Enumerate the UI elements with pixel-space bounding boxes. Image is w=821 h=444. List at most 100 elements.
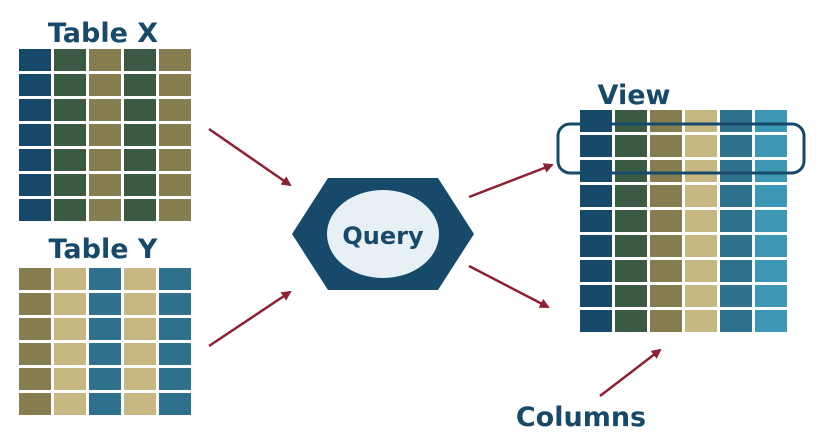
table-y-cell bbox=[124, 293, 156, 315]
view-cell bbox=[615, 210, 647, 232]
view-cell bbox=[650, 235, 682, 257]
table-y-cell bbox=[89, 268, 121, 290]
view-cell bbox=[755, 160, 787, 182]
query-ellipse bbox=[327, 190, 439, 278]
table-x-cell bbox=[159, 99, 191, 121]
table-y-cell bbox=[19, 393, 51, 415]
table-y-cell bbox=[159, 343, 191, 365]
table-x-cell bbox=[54, 149, 86, 171]
view-cell bbox=[615, 310, 647, 332]
table-x-cell bbox=[19, 124, 51, 146]
view-cell bbox=[650, 135, 682, 157]
table-x-cell bbox=[124, 199, 156, 221]
view-cell bbox=[685, 135, 717, 157]
view-cell bbox=[720, 310, 752, 332]
arrow-query-to-view-bottom bbox=[468, 264, 550, 309]
table-x-cell bbox=[19, 49, 51, 71]
view-cell bbox=[615, 260, 647, 282]
view-cell bbox=[755, 210, 787, 232]
view-cell bbox=[580, 185, 612, 207]
view-cell bbox=[650, 210, 682, 232]
arrow-table-x-to-query bbox=[208, 127, 292, 187]
table-y-cell bbox=[19, 368, 51, 390]
view-cell bbox=[615, 285, 647, 307]
table-y-cell bbox=[54, 293, 86, 315]
table-y-cell bbox=[89, 393, 121, 415]
table-y-cell bbox=[19, 318, 51, 340]
view-cell bbox=[580, 210, 612, 232]
table-y-cell bbox=[124, 368, 156, 390]
view-cell bbox=[580, 260, 612, 282]
table-x-cell bbox=[124, 49, 156, 71]
view-cell bbox=[650, 310, 682, 332]
table-x-cell bbox=[159, 174, 191, 196]
table-x-cell bbox=[19, 174, 51, 196]
view-cell bbox=[580, 235, 612, 257]
table-x-cell bbox=[159, 149, 191, 171]
view-cell bbox=[685, 160, 717, 182]
view-cell bbox=[755, 135, 787, 157]
view-cell bbox=[755, 235, 787, 257]
view-grid bbox=[580, 110, 787, 332]
table-y-grid bbox=[19, 268, 191, 415]
view-cell bbox=[755, 110, 787, 132]
view-cell bbox=[720, 185, 752, 207]
view-cell bbox=[685, 185, 717, 207]
table-y-cell bbox=[124, 318, 156, 340]
table-x-cell bbox=[19, 99, 51, 121]
table-x-cell bbox=[54, 49, 86, 71]
table-x-cell bbox=[124, 99, 156, 121]
table-y-cell bbox=[159, 318, 191, 340]
view-cell bbox=[580, 285, 612, 307]
arrow-columns-to-view bbox=[599, 348, 662, 397]
table-x-cell bbox=[89, 199, 121, 221]
table-x-cell bbox=[159, 49, 191, 71]
table-y-cell bbox=[89, 318, 121, 340]
view-cell bbox=[685, 235, 717, 257]
table-x-title: Table X bbox=[48, 18, 158, 49]
table-y-cell bbox=[54, 368, 86, 390]
view-cell bbox=[720, 135, 752, 157]
view-cell bbox=[615, 110, 647, 132]
table-y-cell bbox=[19, 293, 51, 315]
table-x-grid bbox=[19, 49, 191, 221]
view-cell bbox=[685, 210, 717, 232]
columns-label: Columns bbox=[516, 402, 646, 433]
query-node: Query bbox=[292, 178, 474, 290]
table-x-cell bbox=[54, 124, 86, 146]
table-x-cell bbox=[89, 174, 121, 196]
table-x-cell bbox=[19, 149, 51, 171]
table-x-cell bbox=[54, 174, 86, 196]
view-cell bbox=[615, 160, 647, 182]
table-y-cell bbox=[19, 268, 51, 290]
view-cell bbox=[650, 285, 682, 307]
view-cell bbox=[650, 110, 682, 132]
table-x-cell bbox=[89, 124, 121, 146]
table-x-cell bbox=[89, 99, 121, 121]
view-cell bbox=[580, 160, 612, 182]
view-cell bbox=[615, 235, 647, 257]
view-cell bbox=[720, 160, 752, 182]
view-cell bbox=[755, 185, 787, 207]
table-x-cell bbox=[124, 124, 156, 146]
table-x-cell bbox=[124, 174, 156, 196]
view-cell bbox=[755, 310, 787, 332]
view-cell bbox=[580, 135, 612, 157]
table-x-cell bbox=[89, 149, 121, 171]
view-cell bbox=[650, 185, 682, 207]
view-cell bbox=[720, 260, 752, 282]
table-x-cell bbox=[19, 74, 51, 96]
view-cell bbox=[580, 110, 612, 132]
table-y-cell bbox=[54, 268, 86, 290]
table-x-cell bbox=[159, 199, 191, 221]
view-cell bbox=[720, 285, 752, 307]
table-x-cell bbox=[124, 74, 156, 96]
view-cell bbox=[615, 185, 647, 207]
table-y-cell bbox=[19, 343, 51, 365]
table-y-cell bbox=[159, 393, 191, 415]
table-y-cell bbox=[159, 268, 191, 290]
table-y-cell bbox=[54, 393, 86, 415]
view-cell bbox=[755, 260, 787, 282]
table-x-cell bbox=[19, 199, 51, 221]
